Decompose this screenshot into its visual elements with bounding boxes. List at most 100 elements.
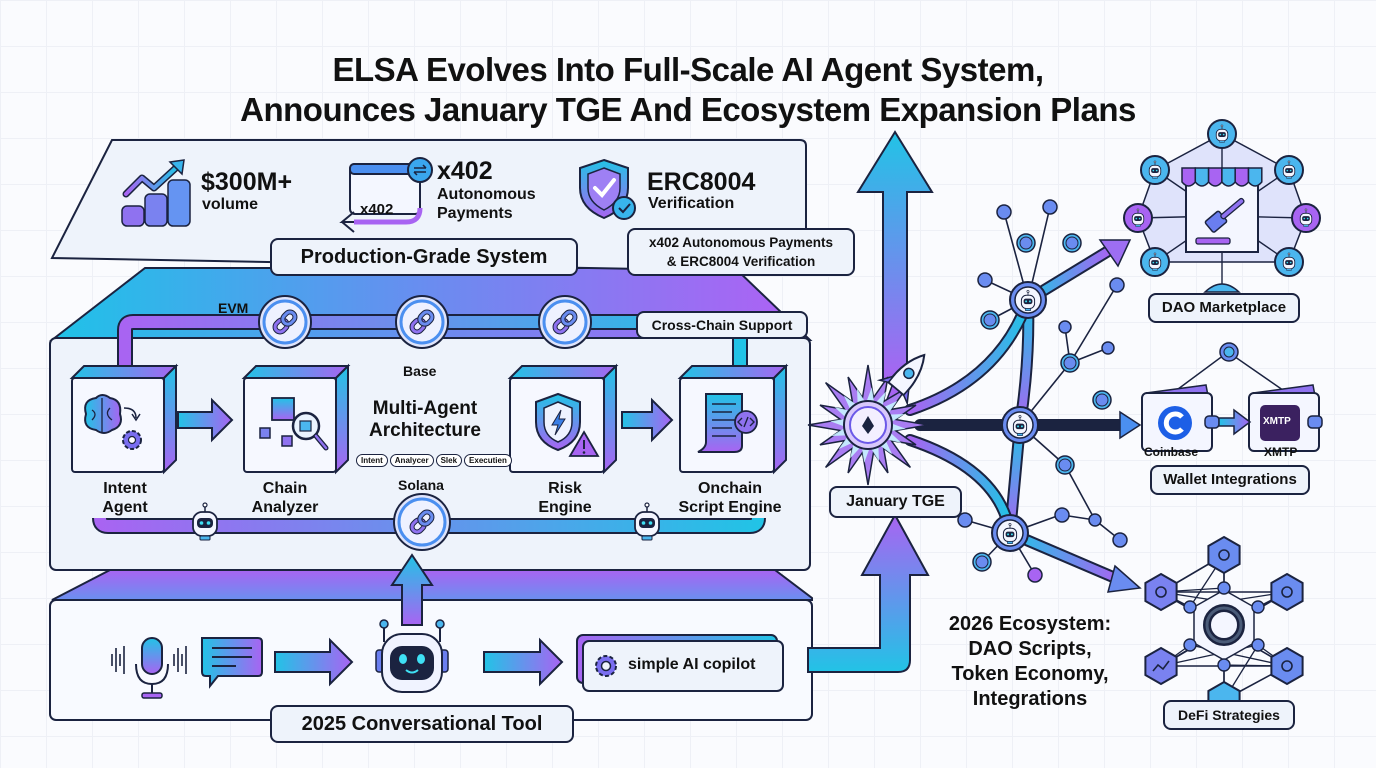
summary-line3: Token Economy, [951, 663, 1109, 685]
defi-inner-node [1251, 600, 1265, 614]
chain-base-label: Base [403, 363, 437, 379]
defi-inner-node [1251, 638, 1265, 652]
stat-x402-label: Autonomous Payments [437, 185, 536, 223]
token-coin-icon [1016, 233, 1036, 253]
x402-erc8004-callout: x402 Autonomous Payments & ERC8004 Verif… [627, 228, 855, 276]
production-grade-label: Production-Grade System [270, 238, 578, 276]
dao-awning-stripe [1247, 167, 1263, 187]
title-line-2: Announces January TGE And Ecosystem Expa… [240, 91, 1136, 128]
dao-agent-node [1274, 155, 1304, 185]
xmtp-logo-text: XMTP [1263, 416, 1291, 427]
token-coin-icon [1092, 390, 1112, 410]
copilot-card [582, 640, 784, 692]
multi-agent-title-line2: Architecture [369, 420, 481, 441]
summary-line1: 2026 Ecosystem: [948, 613, 1112, 635]
dao-agent-node [1274, 247, 1304, 277]
pill-risk: Slek [435, 454, 463, 467]
defi-swap-icon [1144, 572, 1178, 612]
chain-solana-label: Solana [398, 477, 444, 493]
copilot-robot-icon [375, 619, 449, 693]
agent-script-line2: Script Engine [678, 499, 782, 516]
cross-chain-support-label: Cross-Chain Support [636, 311, 808, 339]
bus-robot-icon-left [192, 502, 218, 541]
agent-label-script: Onchain Script Engine [660, 479, 800, 517]
token-coin-icon [980, 310, 1000, 330]
token-coin-icon [972, 552, 992, 572]
defi-stack-icon [1270, 572, 1304, 612]
arrow-2025-to-middle [390, 553, 434, 626]
arrow-to-tge-up [807, 512, 930, 673]
arrow-bot-to-copilot [483, 637, 564, 687]
agent-label-risk: Risk Engine [510, 479, 620, 517]
agent-analyzer-line2: Analyzer [251, 499, 319, 516]
arrow-intent-to-analyzer [177, 397, 234, 443]
callout-line1: x402 Autonomous Payments [648, 235, 834, 250]
summary-line2: DAO Scripts, [968, 638, 1092, 660]
dao-agent-robot-icon [1148, 252, 1162, 271]
net-node [1112, 532, 1128, 548]
agent-box-analyzer [241, 363, 351, 475]
agent-script-line1: Onchain [697, 480, 762, 497]
coins-growth-icon [121, 159, 191, 227]
multi-agent-title: Multi-Agent Architecture [350, 398, 500, 442]
defi-strategies-label: DeFi Strategies [1163, 700, 1295, 730]
net-spoke [1069, 284, 1118, 364]
tier-2025-label: 2025 Conversational Tool [270, 705, 574, 743]
dao-awning-stripe [1194, 167, 1210, 187]
dao-awning-stripe [1207, 167, 1223, 187]
arrow-input-to-bot [274, 637, 354, 687]
wallet-integrations-label: Wallet Integrations [1150, 465, 1310, 495]
title-line-1: ELSA Evolves Into Full-Scale AI Agent Sy… [332, 51, 1044, 88]
arrow-tge-up-top [856, 130, 934, 381]
chain-evm-label: EVM [218, 300, 249, 316]
arrow-coinbase-to-xmtp [1218, 408, 1252, 436]
dao-agent-node [1207, 119, 1237, 149]
defi-chart-icon [1144, 646, 1178, 686]
defi-pool-icon [1270, 646, 1304, 686]
stat-x402-label-line1: Autonomous [437, 186, 536, 203]
dao-marketplace-label: DAO Marketplace [1148, 293, 1300, 323]
dao-awning-stripe [1181, 167, 1197, 187]
arrow-risk-to-script [621, 397, 674, 443]
coinbase-logo-icon [1158, 406, 1192, 440]
defi-inner-node [1183, 638, 1197, 652]
dao-agent-robot-icon [1131, 208, 1145, 227]
wallet-xmtp-label: XMTP [1264, 445, 1298, 459]
dao-agent-node [1140, 155, 1170, 185]
net-node [1101, 341, 1115, 355]
wallet-clasp [1307, 415, 1323, 429]
wallet-clasp [1204, 415, 1220, 429]
token-coin-icon [1219, 342, 1239, 362]
gavel-block [1195, 237, 1231, 245]
dao-agent-robot-icon [1282, 160, 1296, 179]
defi-inner-node [1217, 658, 1231, 672]
chain-link-evm-icon [258, 295, 312, 349]
net-node [996, 204, 1012, 220]
bus-robot-icon-right [634, 502, 660, 541]
stat-volume-label: volume [202, 196, 259, 213]
net-curve-up [904, 294, 1034, 416]
dao-awning-stripe [1221, 167, 1236, 187]
agent-label-intent: Intent Agent [70, 479, 180, 517]
pill-execution: Executien [464, 454, 512, 467]
net-node [1109, 277, 1125, 293]
pill-intent: Intent [356, 454, 388, 467]
cube-magnifier-icon [259, 397, 329, 451]
script-code-icon [697, 393, 758, 453]
net-spoke [1064, 464, 1096, 521]
defi-inner-node [1217, 581, 1231, 595]
defi-ring-logo-icon [1203, 604, 1245, 646]
net-node [1054, 507, 1070, 523]
payment-window-text: x402 [360, 201, 394, 218]
stat-x402-label-line2: Payments [437, 205, 513, 222]
copilot-label: simple AI copilot [628, 656, 756, 673]
arrowhead-defi [1106, 564, 1142, 593]
agent-analyzer-line1: Chain [262, 480, 308, 497]
microphone-icon [111, 637, 187, 699]
arrowhead-dao [1098, 239, 1132, 268]
agent-hub-robot-icon [1002, 523, 1018, 544]
multi-agent-title-line1: Multi-Agent [372, 398, 478, 419]
summary-line4: Integrations [972, 688, 1088, 710]
